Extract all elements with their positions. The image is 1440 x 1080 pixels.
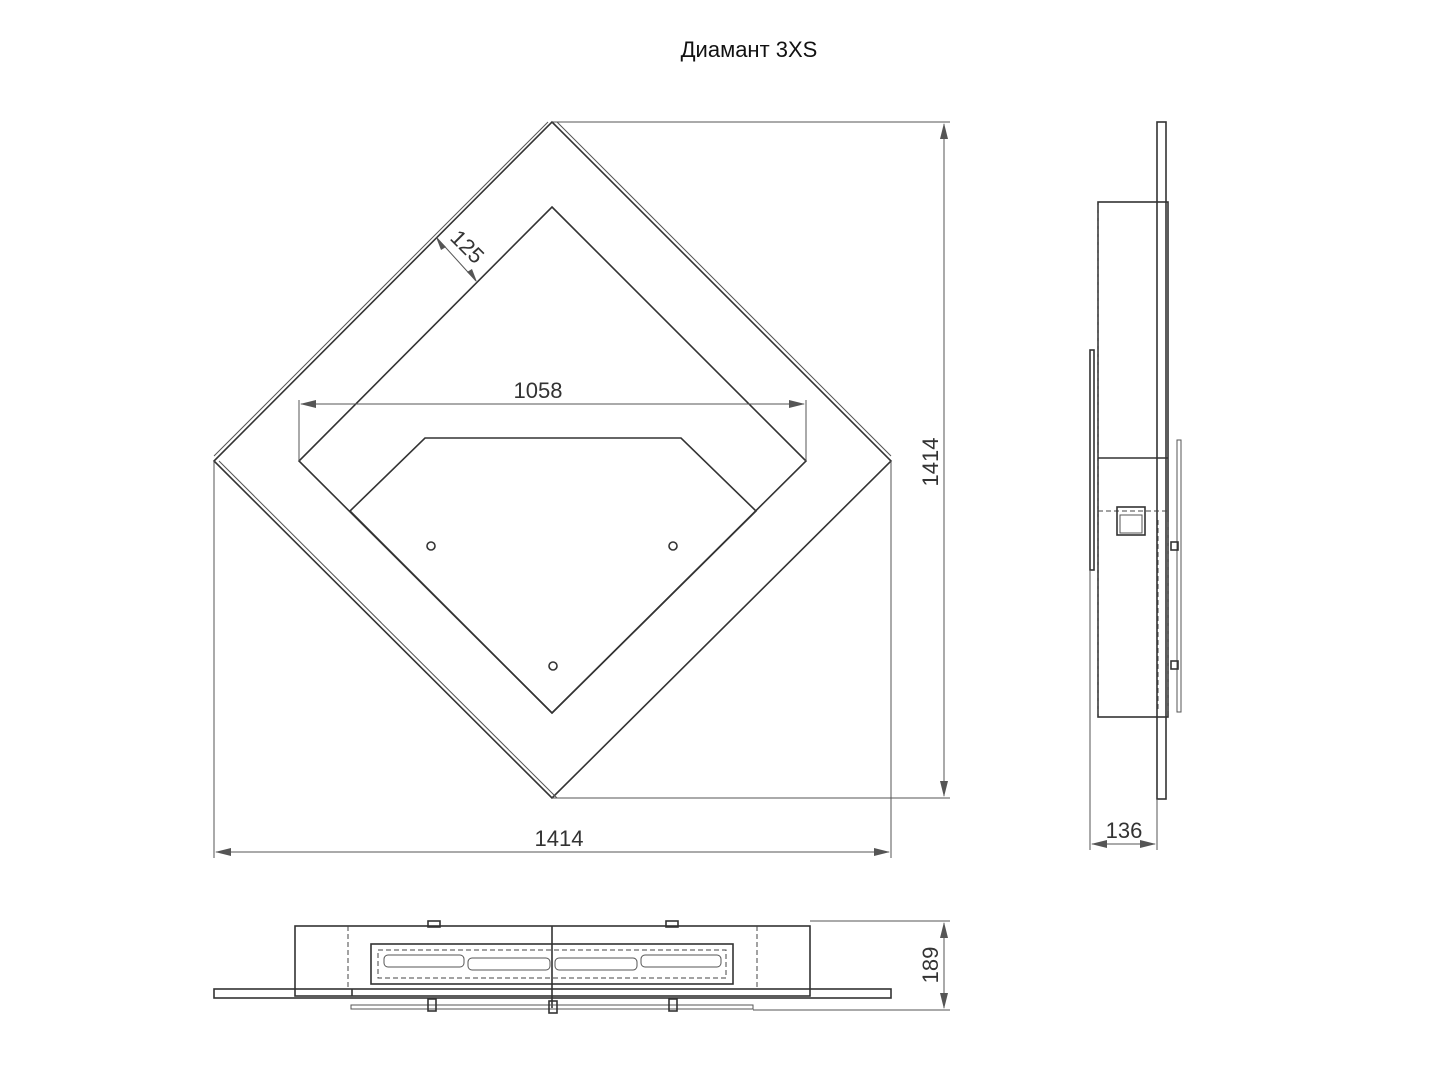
bottom-view: 189 xyxy=(213,920,950,1014)
dimension-label-frame-width: 1414 xyxy=(535,826,584,851)
firebox-outline xyxy=(348,437,758,715)
side-latch xyxy=(1116,506,1146,536)
side-back-bracket xyxy=(1089,349,1095,571)
drawing-title: Диамант 3XS xyxy=(681,37,818,62)
mount-hole xyxy=(426,541,436,551)
bottom-glass-panel xyxy=(350,1004,754,1010)
dimension-label-frame-height: 1414 xyxy=(918,438,943,487)
dimension-inner-width: 1058 xyxy=(298,378,807,461)
outer-frame xyxy=(212,120,893,800)
side-body xyxy=(1097,201,1169,718)
dimension-label-side-depth: 136 xyxy=(1106,818,1143,843)
mount-hole xyxy=(668,541,678,551)
dimension-label-bottom-depth: 189 xyxy=(918,947,943,984)
dimension-bottom-depth: 189 xyxy=(753,920,950,1011)
dimension-side-depth: 136 xyxy=(1089,570,1158,850)
dimension-frame-width: 1414 xyxy=(213,461,892,858)
side-glass-panel xyxy=(1176,439,1182,713)
dimension-border-width: 125 xyxy=(436,225,489,282)
side-view: 136 xyxy=(1089,121,1182,850)
side-front-plate xyxy=(1156,121,1167,800)
mount-hole xyxy=(548,661,558,671)
inner-opening xyxy=(297,205,808,715)
dimension-label-inner-width: 1058 xyxy=(514,378,563,403)
front-view: 1058 125 1414 1414 xyxy=(212,120,950,858)
dimension-frame-height: 1414 xyxy=(552,121,950,799)
dimension-label-border-width: 125 xyxy=(445,225,489,269)
